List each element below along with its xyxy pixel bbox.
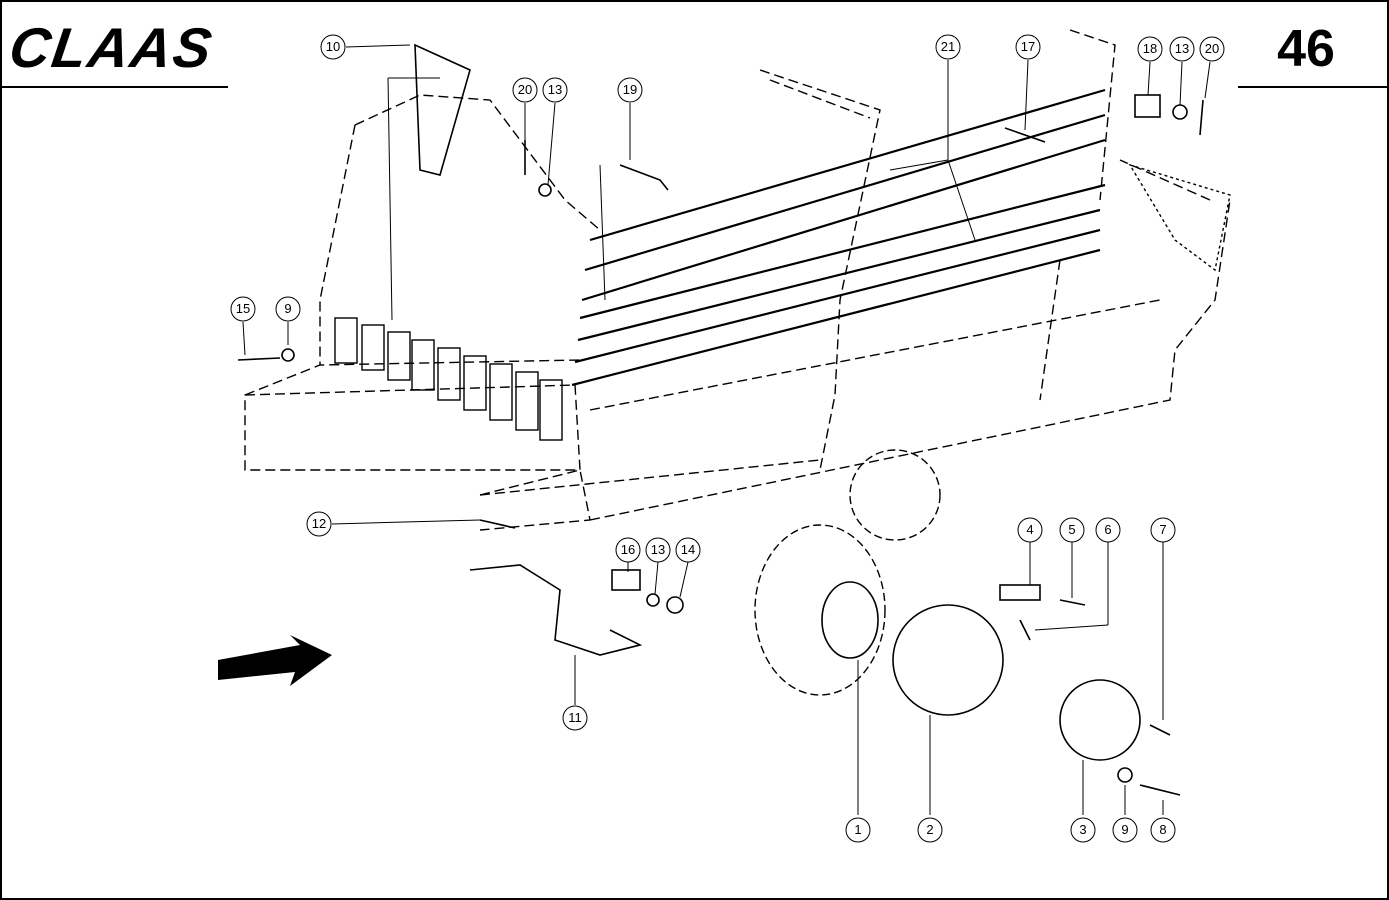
svg-text:10: 10: [326, 39, 340, 54]
part-18-bushing: [1134, 94, 1161, 118]
callout-6: 6: [1095, 517, 1121, 543]
part-1-hub: [821, 581, 879, 659]
callout-19: 19: [617, 77, 643, 103]
svg-text:17: 17: [1021, 39, 1035, 54]
callout-13-middle: 13: [645, 537, 671, 563]
part-13c-washer: [646, 593, 660, 607]
svg-text:11: 11: [568, 710, 582, 725]
svg-text:18: 18: [1143, 41, 1157, 56]
callout-10: 10: [320, 34, 346, 60]
part-2-sprocket: [892, 604, 1004, 716]
callout-18: 18: [1137, 36, 1163, 62]
callouts: 10 20 13 19 21 17 18 13 20 15 9 12 16 13…: [230, 34, 1225, 843]
callout-7: 7: [1150, 517, 1176, 543]
part-6-spring: [1019, 619, 1031, 641]
page-number-rule: [1238, 86, 1388, 88]
svg-text:9: 9: [284, 301, 291, 316]
callout-20-top-left: 20: [512, 77, 538, 103]
callout-21: 21: [935, 34, 961, 60]
svg-text:20: 20: [518, 82, 532, 97]
svg-text:12: 12: [312, 516, 326, 531]
svg-text:1: 1: [854, 822, 861, 837]
svg-text:20: 20: [1205, 41, 1219, 56]
callout-9-bottom: 9: [1112, 817, 1138, 843]
leader-lines: [242, 44, 1211, 815]
logo-rule: [0, 86, 228, 88]
part-8-bolt: [1139, 784, 1181, 796]
callout-2: 2: [917, 817, 943, 843]
svg-text:8: 8: [1159, 822, 1166, 837]
part-3-disc: [1059, 679, 1141, 761]
part-13-washer: [538, 183, 552, 197]
callout-11: 11: [562, 705, 588, 731]
callout-20-top-right: 20: [1199, 36, 1225, 62]
part-11-shield: [469, 564, 643, 656]
callout-16: 16: [615, 537, 641, 563]
part-12-bolt: [479, 519, 516, 529]
svg-text:6: 6: [1104, 522, 1111, 537]
callout-13-top-right: 13: [1169, 36, 1195, 62]
svg-text:15: 15: [236, 301, 250, 316]
callout-15: 15: [230, 296, 256, 322]
svg-text:13: 13: [548, 82, 562, 97]
part-13b-washer: [1172, 104, 1188, 120]
part-10-plate: [414, 43, 471, 176]
callout-8: 8: [1150, 817, 1176, 843]
callout-9-left: 9: [275, 296, 301, 322]
svg-text:4: 4: [1026, 522, 1033, 537]
svg-text:9: 9: [1121, 822, 1128, 837]
svg-text:13: 13: [651, 542, 665, 557]
travel-direction-arrow-icon: [218, 635, 332, 686]
svg-text:16: 16: [621, 542, 635, 557]
svg-text:7: 7: [1159, 522, 1166, 537]
callout-5: 5: [1059, 517, 1085, 543]
callout-12: 12: [306, 511, 332, 537]
part-4-key: [999, 584, 1041, 601]
part-14-nut: [666, 596, 684, 614]
svg-text:21: 21: [941, 39, 955, 54]
part-20b-cotter-pin: [1199, 99, 1204, 136]
machine-body-outline: [244, 29, 1231, 696]
part-9b-washer: [1117, 767, 1133, 783]
callout-13-top-left: 13: [542, 77, 568, 103]
callout-4: 4: [1017, 517, 1043, 543]
svg-text:13: 13: [1175, 41, 1189, 56]
svg-text:3: 3: [1079, 822, 1086, 837]
svg-text:19: 19: [623, 82, 637, 97]
part-7-grease-nipple: [1149, 724, 1171, 736]
part-19-pin: [619, 164, 669, 191]
part-15-bolt: [237, 357, 281, 361]
callout-3: 3: [1070, 817, 1096, 843]
callout-14: 14: [675, 537, 701, 563]
chain-links: [334, 317, 563, 441]
svg-text:2: 2: [926, 822, 933, 837]
part-5-pin: [1059, 599, 1086, 606]
parts: [237, 43, 1204, 796]
page-number: 46: [1277, 20, 1335, 78]
part-17-pin: [1004, 127, 1046, 143]
svg-text:14: 14: [681, 542, 695, 557]
part-9a-washer: [281, 348, 295, 362]
svg-text:5: 5: [1068, 522, 1075, 537]
callout-1: 1: [845, 817, 871, 843]
part-16-spacer: [611, 569, 641, 591]
callout-17: 17: [1015, 34, 1041, 60]
